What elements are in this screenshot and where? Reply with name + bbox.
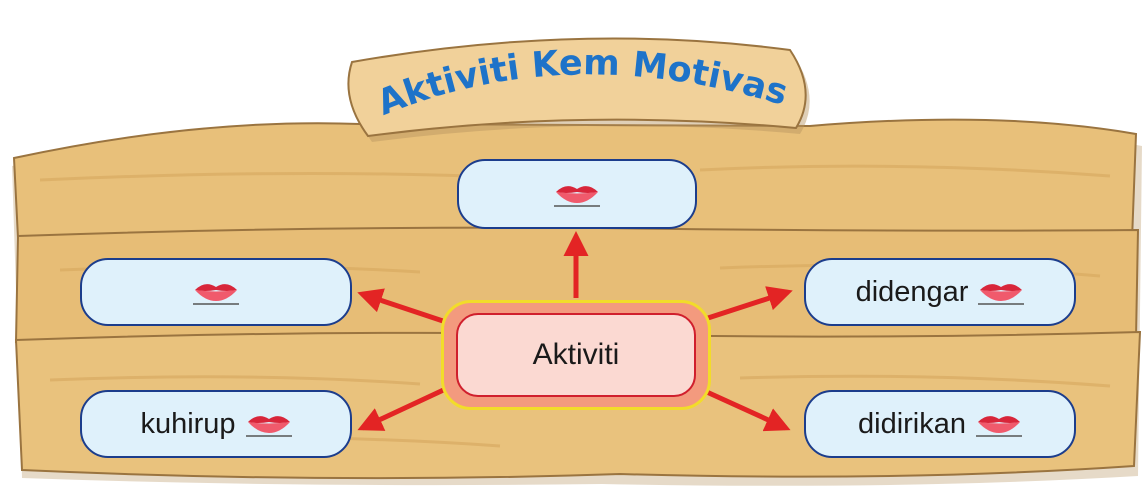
box-right-upper-text: didengar (855, 275, 969, 308)
lips-icon (976, 416, 1022, 437)
lips-icon (193, 284, 239, 305)
center-node: Aktiviti (441, 300, 711, 410)
arrow-left-upper (357, 288, 447, 325)
box-right-lower: didirikan (804, 390, 1076, 458)
arrow-right-lower (696, 385, 791, 432)
center-node-label: Aktiviti (532, 338, 620, 371)
center-node-inner: Aktiviti (456, 313, 696, 397)
lips-icon (554, 186, 600, 207)
box-left-lower-text: kuhirup (140, 407, 236, 440)
box-left-upper (80, 258, 352, 326)
title-board: Aktiviti Kem Motivasi (0, 0, 810, 142)
box-left-lower: kuhirup (80, 390, 352, 458)
lips-icon (245, 416, 292, 437)
box-right-lower-text: didirikan (858, 407, 966, 440)
box-top (457, 159, 697, 229)
arrow-right-upper (707, 286, 793, 321)
lips-icon (978, 284, 1025, 305)
arrow-left-lower (357, 383, 454, 431)
box-right-upper: didengar (804, 258, 1076, 326)
arrows (357, 231, 793, 432)
